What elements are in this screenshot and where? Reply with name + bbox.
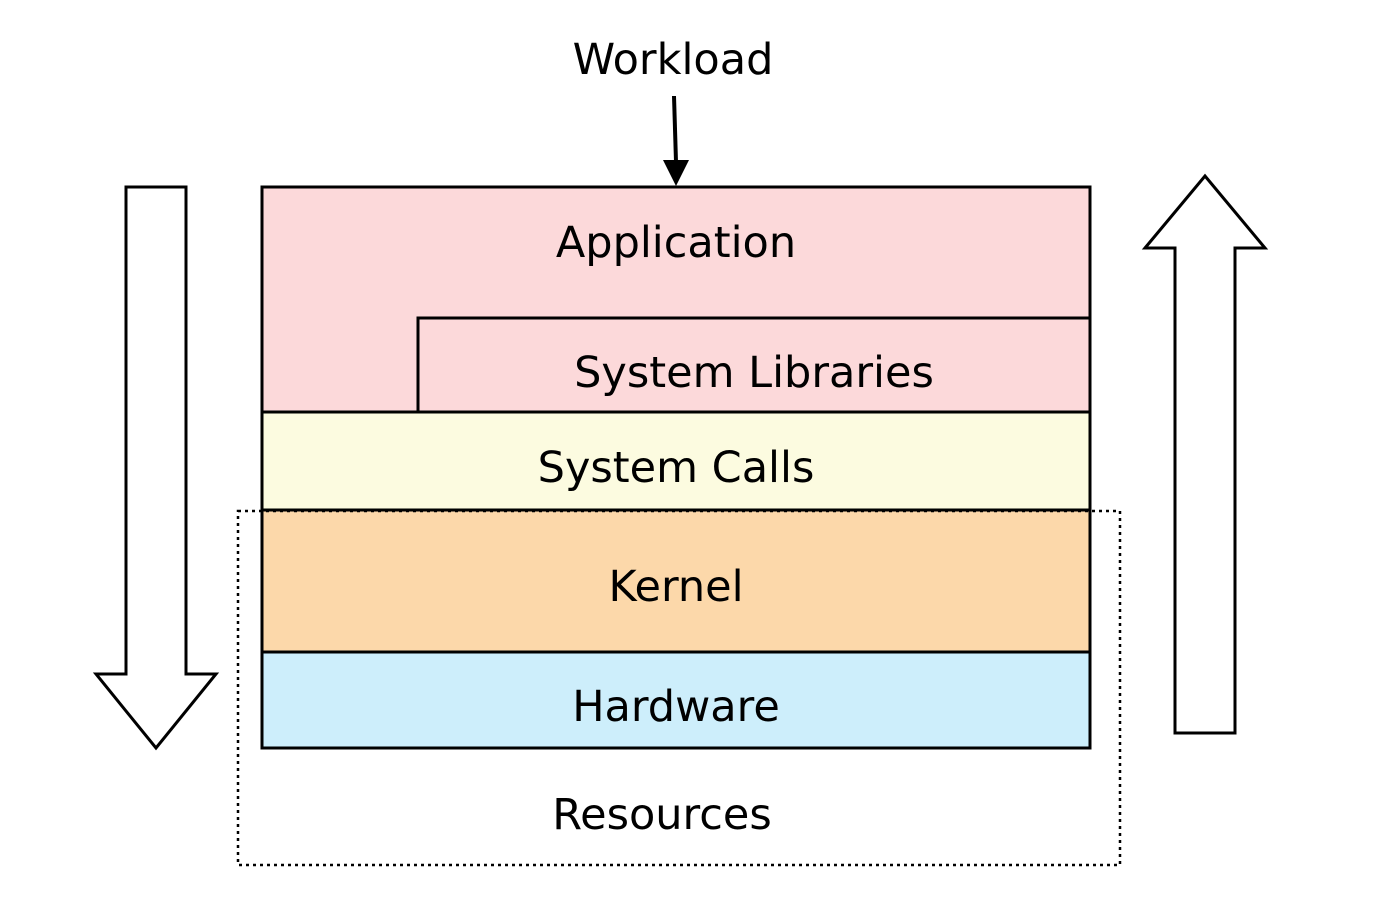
application-label: Application — [556, 218, 796, 268]
workload-label: Workload — [573, 35, 774, 85]
resources-label: Resources — [552, 790, 772, 840]
system-libraries-label: System Libraries — [574, 348, 934, 398]
system-calls-label: System Calls — [538, 443, 815, 493]
kernel-layer — [260, 508, 1092, 654]
hardware-label: Hardware — [572, 682, 780, 732]
system-libraries-layer — [416, 316, 1092, 414]
up-arrow-icon — [1141, 173, 1269, 735]
workload-arrow — [663, 95, 689, 186]
hardware-layer — [260, 650, 1092, 750]
resources-boundary — [236, 509, 1122, 867]
down-arrow-icon — [92, 185, 220, 751]
system-calls-layer — [260, 410, 1092, 512]
kernel-label: Kernel — [608, 562, 743, 612]
